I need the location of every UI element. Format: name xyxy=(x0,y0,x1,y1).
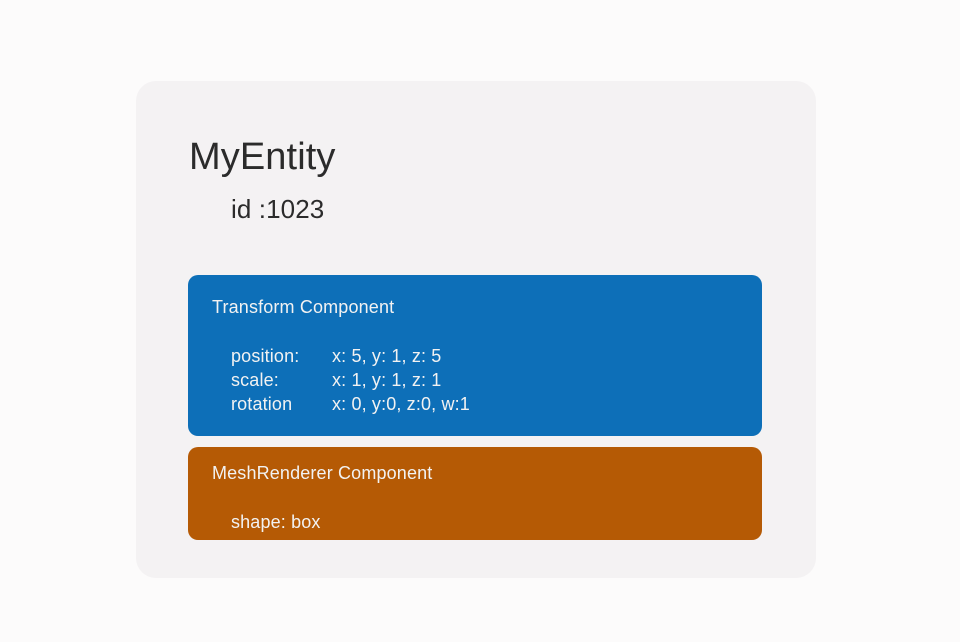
property-key: scale: xyxy=(231,370,279,390)
property-value: x: 5, y: 1, z: 5 xyxy=(332,346,442,366)
component-block-transform[interactable]: Transform Component position: x: 5, y: 1,… xyxy=(188,275,762,436)
property-row: rotation x: 0, y:0, z:0, w:1 xyxy=(231,392,470,416)
property-value: x: 1, y: 1, z: 1 xyxy=(332,370,442,390)
property-list-meshrenderer: shape: box xyxy=(231,510,321,534)
entity-card: MyEntity id :1023 Transform Component po… xyxy=(136,81,816,578)
component-title-meshrenderer: MeshRenderer Component xyxy=(212,463,433,483)
property-key: position: xyxy=(231,346,300,366)
property-row: scale: x: 1, y: 1, z: 1 xyxy=(231,368,470,392)
property-key: rotation xyxy=(231,394,293,414)
page-title: MyEntity xyxy=(189,136,336,178)
component-block-meshrenderer[interactable]: MeshRenderer Component shape: box xyxy=(188,447,762,540)
entity-id-label: id :1023 xyxy=(231,194,325,224)
component-title-transform: Transform Component xyxy=(212,297,395,317)
property-key: shape: box xyxy=(231,512,321,532)
property-list-transform: position: x: 5, y: 1, z: 5 scale: x: 1, y:… xyxy=(231,344,470,416)
property-row: shape: box xyxy=(231,510,321,534)
property-row: position: x: 5, y: 1, z: 5 xyxy=(231,344,470,368)
property-value: x: 0, y:0, z:0, w:1 xyxy=(332,394,470,414)
